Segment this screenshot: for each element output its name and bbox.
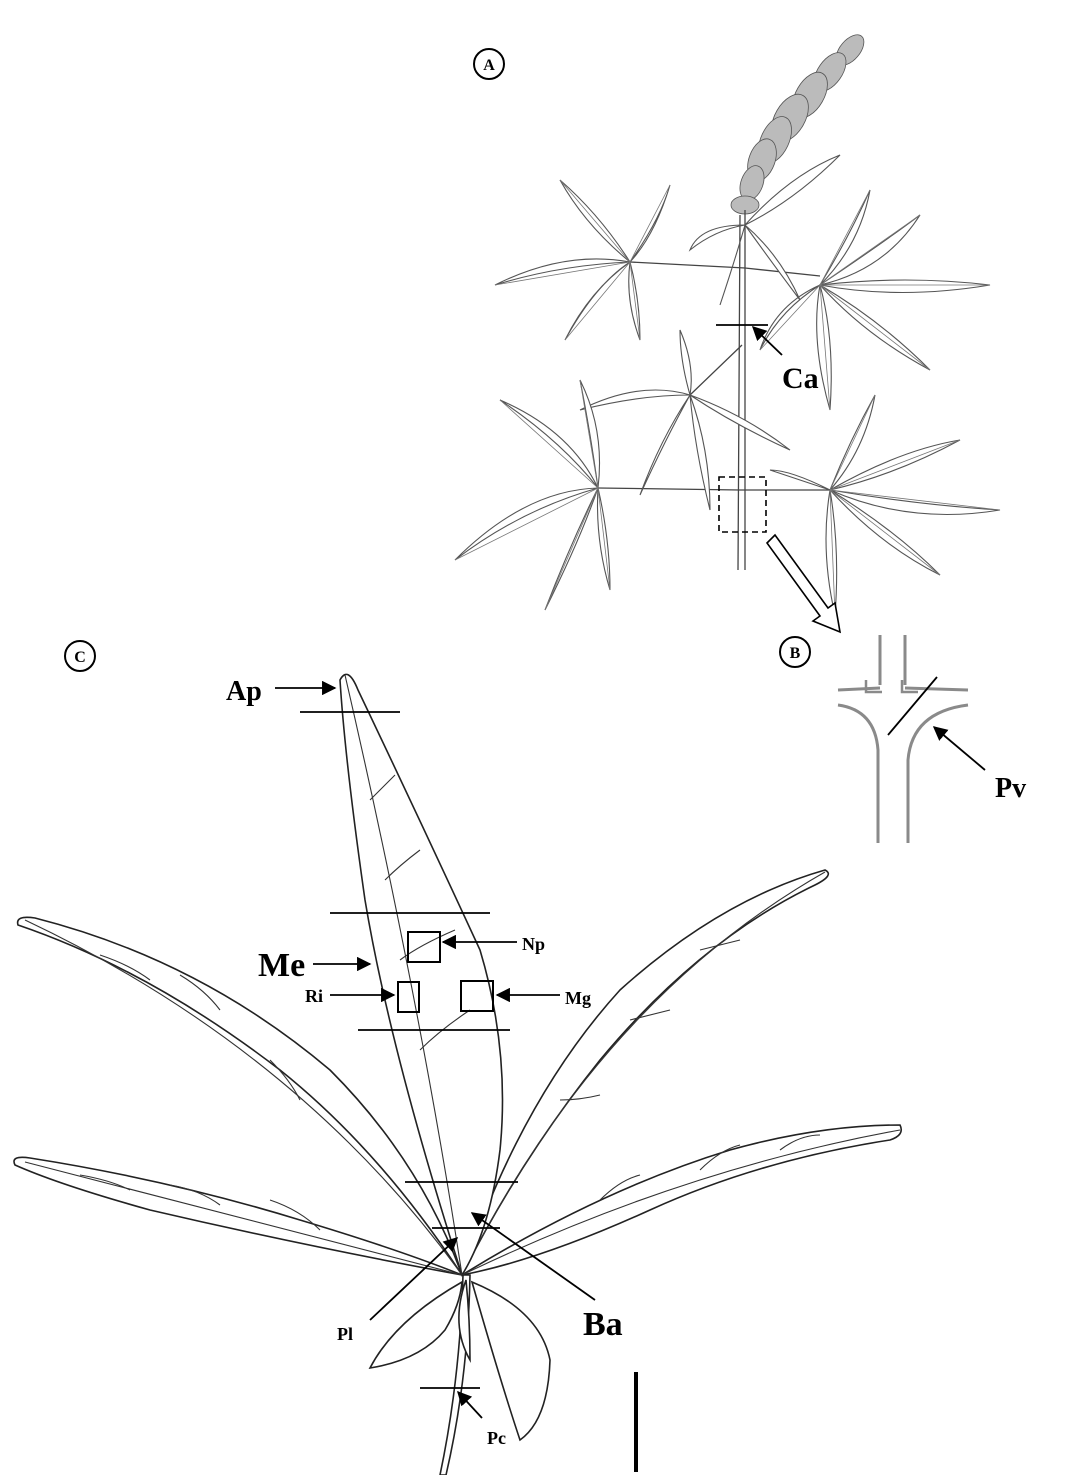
label-pl: Pl <box>337 1324 353 1344</box>
label-mg: Mg <box>565 988 591 1008</box>
leaf-whorl-upper-left <box>495 180 670 340</box>
branch-lower <box>598 488 830 490</box>
branch-middle <box>690 345 742 395</box>
label-me: Me <box>258 947 305 984</box>
label-np: Np <box>522 934 545 954</box>
svg-text:B: B <box>790 645 801 662</box>
leaflet-far-right-upper <box>462 870 828 1275</box>
leaf-whorl-lower-left <box>455 380 610 610</box>
label-ba: Ba <box>583 1306 623 1343</box>
label-ca: Ca <box>782 362 819 395</box>
label-pv: Pv <box>995 773 1026 804</box>
leaflet-small-right <box>472 1282 550 1440</box>
svg-text:A: A <box>483 57 495 74</box>
pv-cut-line <box>888 677 937 735</box>
branch-upper <box>630 262 820 276</box>
node-detail-box <box>719 477 766 532</box>
plant-drawing: Ca <box>455 30 1000 632</box>
leaflet-central <box>340 674 503 1275</box>
panel-b-label: B <box>780 637 810 667</box>
compound-leaf <box>14 674 901 1475</box>
leaf-whorl-middle <box>580 330 790 510</box>
leaflet-small-left <box>370 1282 462 1368</box>
label-ri: Ri <box>305 986 323 1006</box>
svg-text:C: C <box>74 649 86 666</box>
pv-arrow <box>934 727 985 770</box>
label-pc: Pc <box>487 1428 506 1448</box>
main-stem <box>738 210 745 570</box>
label-ap: Ap <box>226 676 262 707</box>
panel-c-label: C <box>65 641 95 671</box>
pc-arrow <box>458 1392 482 1418</box>
panel-a-label: A <box>474 49 504 79</box>
